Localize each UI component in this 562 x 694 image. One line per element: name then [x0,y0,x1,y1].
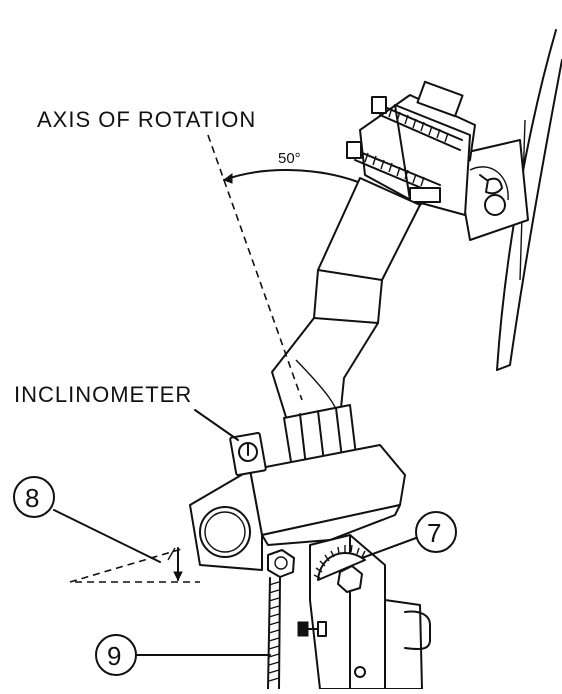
elevation-scale [313,544,366,593]
callout-7-number: 7 [427,518,441,548]
axis-of-rotation-label: AXIS OF ROTATION [37,107,256,132]
callout-7: 7 [361,511,457,559]
inclinometer-label: INCLINOMETER [14,382,192,407]
tilt-reference-angle [69,547,200,583]
callout-9-number: 9 [107,641,121,671]
threaded-bolt-upper [371,96,463,151]
callout-7-leader [361,537,417,559]
callout-8: 8 [13,476,161,563]
dish-pivot-plate [454,139,529,241]
callout-8-leader [53,509,161,563]
elevation-arm-tube [271,177,421,431]
angle-label: 50° [278,150,301,167]
elevation-adjust-rod [267,549,295,690]
tilt-clamp-assembly [346,80,476,216]
elevation-bolt-head [337,565,363,593]
rotation-axis [207,134,359,401]
callout-9: 9 [95,634,271,676]
inclinometer-leader-line [194,409,239,441]
callout-8-number: 8 [25,483,39,513]
azimuth-housing [189,444,406,571]
inclinometer-gauge [229,432,267,476]
side-bolt [297,621,327,637]
